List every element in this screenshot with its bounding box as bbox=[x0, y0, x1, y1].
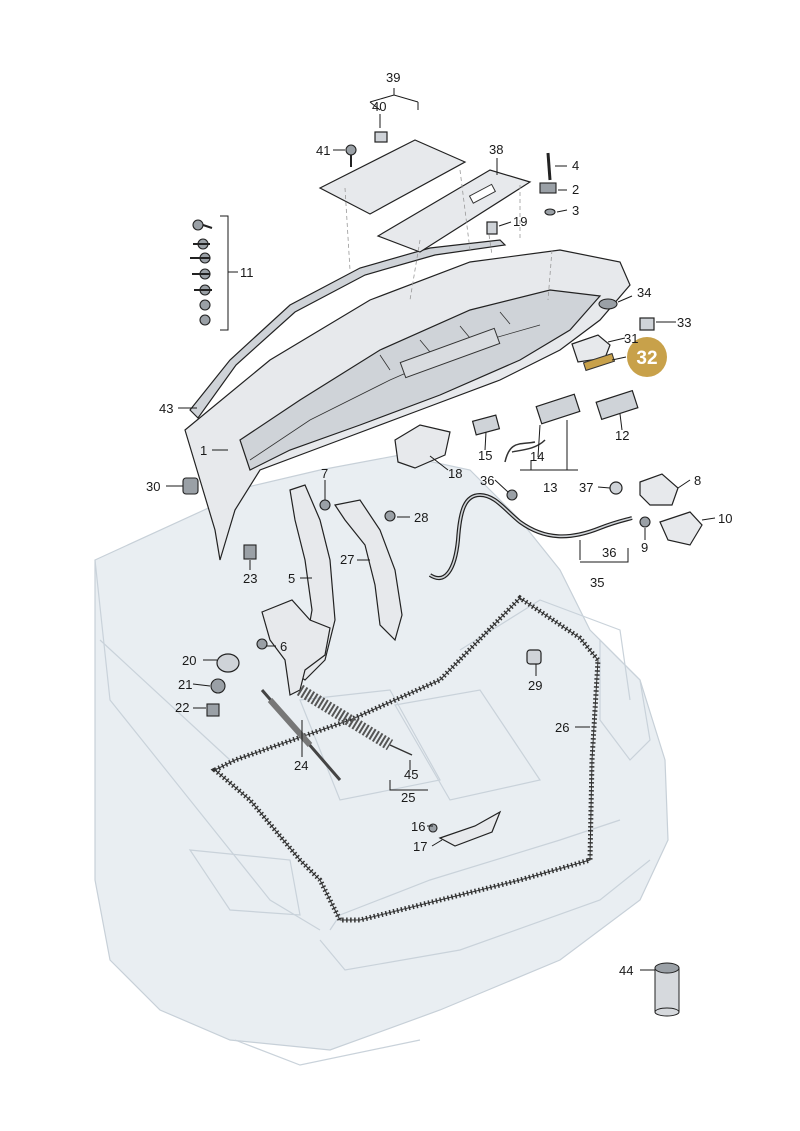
callout-38: 38 bbox=[489, 142, 503, 157]
callout-2: 2 bbox=[572, 182, 579, 197]
callout-10: 10 bbox=[718, 511, 732, 526]
callout-36b: 36 bbox=[602, 545, 616, 560]
part-44-cylinder bbox=[654, 962, 680, 1017]
part-9 bbox=[639, 516, 651, 528]
part-41 bbox=[345, 144, 357, 156]
callout-26: 26 bbox=[555, 720, 569, 735]
part-6 bbox=[256, 638, 268, 650]
handle-switch bbox=[394, 424, 451, 469]
part-3 bbox=[544, 208, 556, 216]
callout-11: 11 bbox=[240, 265, 254, 280]
callout-37: 37 bbox=[579, 480, 593, 495]
part-33 bbox=[639, 317, 655, 331]
bolts-group bbox=[190, 219, 213, 326]
callout-21: 21 bbox=[178, 677, 192, 692]
lamp-12 bbox=[595, 389, 639, 421]
callout-36a: 36 bbox=[480, 473, 494, 488]
spoiler-trim bbox=[189, 239, 507, 419]
plate-panel bbox=[318, 131, 532, 253]
part-16 bbox=[428, 823, 438, 833]
callout-8: 8 bbox=[694, 473, 701, 488]
part-37 bbox=[609, 481, 623, 495]
callout-28: 28 bbox=[414, 510, 428, 525]
lock-8 bbox=[639, 473, 679, 506]
callout-27: 27 bbox=[340, 552, 354, 567]
callout-23: 23 bbox=[243, 571, 257, 586]
part-4 bbox=[546, 152, 552, 181]
part-29 bbox=[526, 649, 542, 665]
part-28 bbox=[384, 510, 396, 522]
trunk-lid bbox=[184, 249, 631, 561]
callout-9: 9 bbox=[641, 540, 648, 555]
part-20 bbox=[216, 653, 240, 673]
part-21 bbox=[210, 678, 226, 694]
callout-35: 35 bbox=[590, 575, 604, 590]
callout-34: 34 bbox=[637, 285, 651, 300]
callout-3: 3 bbox=[572, 203, 579, 218]
part-23 bbox=[243, 544, 257, 560]
part-34 bbox=[598, 298, 618, 310]
callout-24: 24 bbox=[294, 758, 308, 773]
callout-40: 40 bbox=[372, 99, 386, 114]
button-13 bbox=[535, 393, 581, 425]
callout-6: 6 bbox=[280, 639, 287, 654]
callout-20: 20 bbox=[182, 653, 196, 668]
callout-31: 31 bbox=[624, 331, 638, 346]
callout-14: 14 bbox=[530, 449, 544, 464]
callout-29: 29 bbox=[528, 678, 542, 693]
callout-39: 39 bbox=[386, 70, 400, 85]
callout-15: 15 bbox=[478, 448, 492, 463]
callout-labels: 1 2 3 4 5 6 7 8 9 10 11 12 13 14 15 16 1… bbox=[146, 70, 732, 978]
callout-44: 44 bbox=[619, 963, 633, 978]
callout-45: 45 bbox=[404, 767, 418, 782]
callout-16: 16 bbox=[411, 819, 425, 834]
callout-25: 25 bbox=[401, 790, 415, 805]
part-17 bbox=[438, 810, 502, 847]
callout-41: 41 bbox=[316, 143, 330, 158]
callout-30: 30 bbox=[146, 479, 160, 494]
light-15 bbox=[471, 414, 501, 436]
callout-4: 4 bbox=[572, 158, 579, 173]
torsion-spring bbox=[296, 684, 394, 751]
callout-33: 33 bbox=[677, 315, 691, 330]
part-36 bbox=[506, 489, 518, 501]
part-2 bbox=[539, 182, 557, 194]
callout-13: 13 bbox=[543, 480, 557, 495]
wiring-harness bbox=[504, 439, 546, 463]
highlighted-part bbox=[582, 352, 616, 372]
part-22 bbox=[206, 703, 220, 717]
callout-22: 22 bbox=[175, 700, 189, 715]
striker-10 bbox=[659, 511, 703, 546]
highlight-badge bbox=[627, 337, 667, 377]
callout-7: 7 bbox=[321, 466, 328, 481]
callout-19: 19 bbox=[513, 214, 527, 229]
callout-43: 43 bbox=[159, 401, 173, 416]
highlight-label: 32 bbox=[636, 348, 657, 369]
part-19 bbox=[486, 221, 498, 235]
leader-lines bbox=[166, 88, 716, 971]
callout-18: 18 bbox=[448, 466, 462, 481]
callout-12: 12 bbox=[615, 428, 629, 443]
hinge-bracket bbox=[261, 599, 331, 696]
part-7 bbox=[319, 499, 331, 511]
bracket-31 bbox=[571, 334, 611, 363]
callout-17: 17 bbox=[413, 839, 427, 854]
callout-5: 5 bbox=[288, 571, 295, 586]
hinge-right bbox=[334, 499, 403, 642]
callout-1: 1 bbox=[200, 443, 207, 458]
part-30 bbox=[182, 477, 199, 495]
